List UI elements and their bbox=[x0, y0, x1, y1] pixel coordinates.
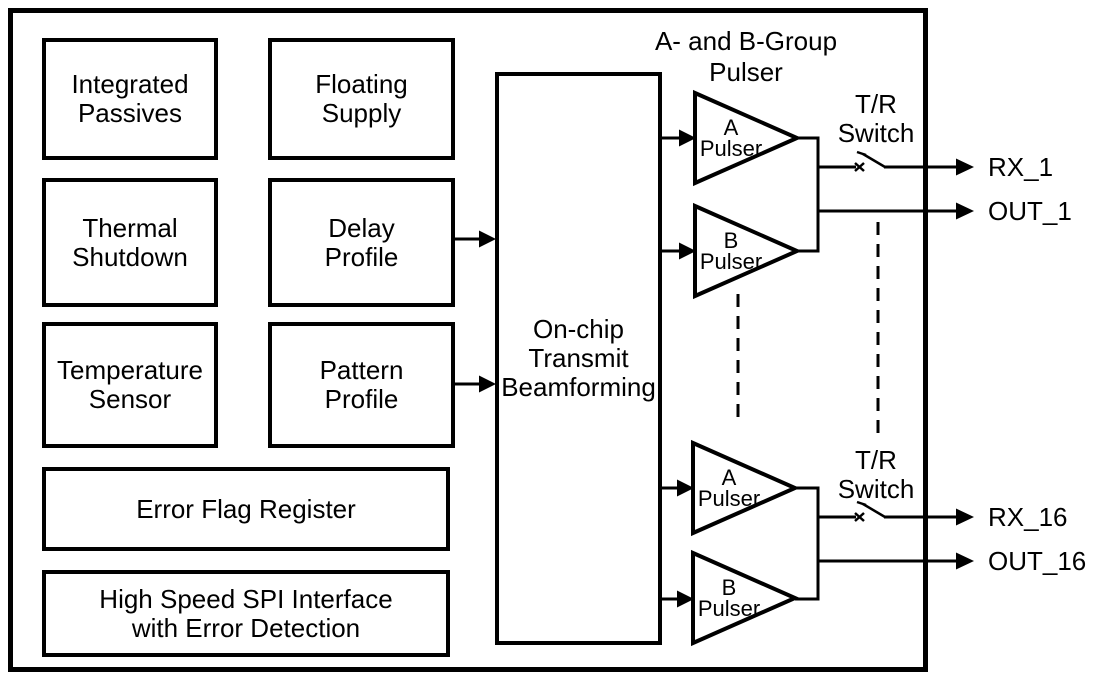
pulser-a16-triangle bbox=[691, 439, 800, 537]
port-label-out16: OUT_16 bbox=[988, 546, 1087, 576]
arrowhead-icon bbox=[677, 590, 694, 608]
chip-boundary bbox=[8, 8, 928, 672]
arrowhead-icon bbox=[956, 202, 974, 220]
arrowhead-icon bbox=[679, 242, 696, 260]
bus-channel16 bbox=[795, 486, 820, 601]
arrowhead-icon bbox=[479, 375, 496, 393]
block-integrated-passives: Integrated Passives bbox=[42, 38, 218, 160]
pulser-group-title: A- and B-Group Pulser bbox=[654, 26, 838, 87]
tr-switch-label-1: T/R Switch bbox=[837, 89, 915, 148]
arrowhead-icon bbox=[677, 479, 694, 497]
pulser-b1-triangle bbox=[693, 202, 802, 300]
block-label: On-chip Transmit Beamforming bbox=[501, 314, 656, 402]
pulser-b1-label: B Pulser bbox=[699, 228, 763, 274]
tr-switch-icon-1 bbox=[854, 150, 886, 172]
block-error-flag-register: Error Flag Register bbox=[42, 467, 450, 551]
pulser-a1-triangle bbox=[693, 89, 802, 187]
block-label: Integrated Passives bbox=[71, 69, 189, 128]
block-temperature-sensor: Temperature Sensor bbox=[42, 322, 218, 448]
arrowhead-icon bbox=[956, 158, 974, 176]
block-label: Temperature Sensor bbox=[57, 355, 203, 414]
block-label: High Speed SPI Interface with Error Dete… bbox=[99, 583, 393, 643]
pulser-a16-label: A Pulser bbox=[697, 465, 761, 511]
pulser-b16-label: B Pulser bbox=[697, 575, 761, 621]
block-label: Thermal Shutdown bbox=[72, 212, 188, 272]
block-label: Floating Supply bbox=[315, 69, 408, 128]
bus-channel1 bbox=[797, 136, 820, 253]
block-thermal-shutdown: Thermal Shutdown bbox=[42, 178, 218, 307]
block-beamformer: On-chip Transmit Beamforming bbox=[495, 72, 662, 645]
block-delay-profile: Delay Profile bbox=[268, 178, 455, 307]
block-label: Delay Profile bbox=[324, 212, 399, 272]
arrowhead-icon bbox=[479, 230, 496, 248]
block-pattern-profile: Pattern Profile bbox=[268, 322, 455, 448]
block-floating-supply: Floating Supply bbox=[268, 38, 455, 160]
arrowhead-icon bbox=[956, 552, 974, 570]
tr-switch-label-16: T/R Switch bbox=[837, 445, 915, 504]
block-label: Pattern Profile bbox=[319, 355, 404, 414]
arrowhead-icon bbox=[679, 129, 696, 147]
port-label-rx16: RX_16 bbox=[988, 502, 1068, 532]
pulser-a1-label: A Pulser bbox=[699, 115, 763, 161]
block-spi-interface: High Speed SPI Interface with Error Dete… bbox=[42, 570, 450, 657]
arrowhead-icon bbox=[956, 508, 974, 526]
port-label-out1: OUT_1 bbox=[988, 196, 1072, 226]
block-label: Error Flag Register bbox=[136, 493, 356, 524]
tr-switch-icon-16 bbox=[854, 500, 886, 522]
port-label-rx1: RX_1 bbox=[988, 152, 1054, 182]
pulser-b16-triangle bbox=[691, 549, 800, 647]
